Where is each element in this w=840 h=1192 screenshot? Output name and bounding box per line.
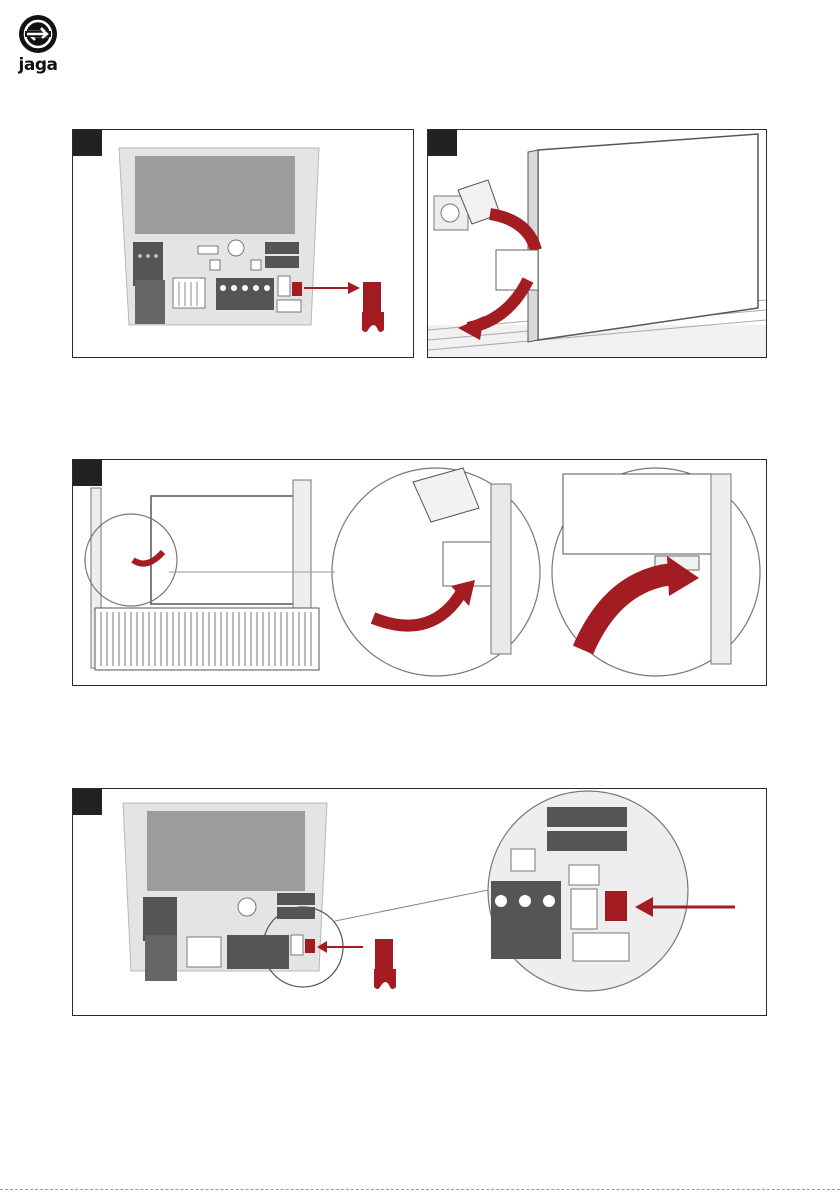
jumper-icon bbox=[362, 282, 384, 332]
routing-illustration bbox=[73, 460, 766, 685]
step-panel-3 bbox=[72, 788, 767, 1016]
jaga-circle-arrows-icon bbox=[18, 14, 58, 54]
jaga-logo: jaga bbox=[16, 14, 60, 76]
step-panel-1b bbox=[427, 129, 767, 358]
jumper-icon bbox=[374, 939, 396, 989]
page-bottom-divider bbox=[0, 1189, 840, 1190]
step-panel-2 bbox=[72, 459, 767, 686]
jumper-detail-illustration bbox=[73, 789, 766, 1015]
unplug-illustration bbox=[428, 130, 766, 357]
step-panel-1a bbox=[72, 129, 414, 358]
brand-name: jaga bbox=[16, 56, 60, 74]
pcb-illustration bbox=[73, 130, 413, 357]
